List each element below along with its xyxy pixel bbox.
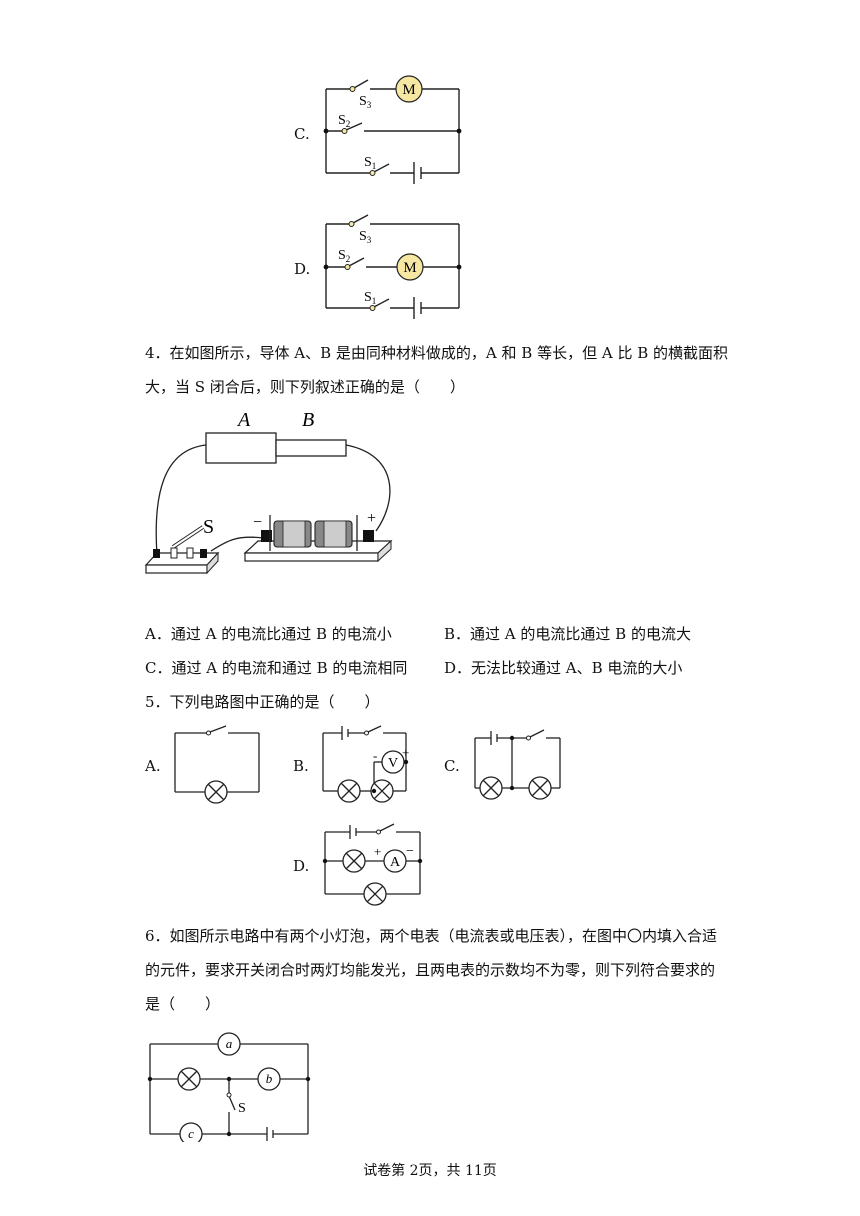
q4-option-a[interactable]: A．通过 A 的电流比通过 B 的电流小 <box>145 625 392 643</box>
q3-circuit-c: M S3 S2 S1 <box>323 75 462 184</box>
q5-stem: 5．下列电路图中正确的是（ ） <box>145 693 380 711</box>
q4-option-c[interactable]: C．通过 A 的电流和通过 B 的电流相同 <box>145 659 408 677</box>
q3c-motor-symbol: M <box>402 82 415 98</box>
q4-option-b[interactable]: B．通过 A 的电流比通过 B 的电流大 <box>444 625 691 643</box>
q3c-s2-label: S2 <box>338 113 350 129</box>
q5d-ammeter-plus: + <box>374 844 381 859</box>
q6-switch-label: S <box>238 1101 246 1116</box>
q3-circuit-d: M S3 S2 S1 <box>323 214 462 319</box>
q5d-ammeter-minus: − <box>406 844 414 859</box>
q3c-s3-label: S3 <box>359 94 372 110</box>
q5d-ammeter-symbol: A <box>390 855 401 870</box>
q4-label-b: B <box>302 409 314 431</box>
q6-circuit: a b c S <box>147 1032 311 1142</box>
q3c-s1-label: S1 <box>364 155 376 171</box>
q4-battery-minus: − <box>253 514 262 531</box>
q6-meter-c-label: c <box>188 1126 194 1141</box>
q5-option-d-label[interactable]: D. <box>293 857 310 875</box>
q5-option-a-label[interactable]: A. <box>145 757 161 775</box>
q4-switch-label: S <box>203 516 214 538</box>
q5b-voltmeter-plus: + <box>402 745 409 760</box>
q5b-voltmeter-minus: - <box>373 748 377 763</box>
q3-option-c-label: C. <box>294 125 310 143</box>
q3d-s3-label: S3 <box>359 229 372 245</box>
q3d-motor-symbol: M <box>403 260 416 276</box>
q4-conductor-figure: A B S − + <box>144 409 393 575</box>
q4-stem-line2: 大，当 S 闭合后，则下列叙述正确的是（ ） <box>145 378 465 396</box>
q4-battery-plus: + <box>367 510 376 527</box>
page-footer: 试卷第 2页，共 11页 <box>363 1163 497 1179</box>
q4-label-a: A <box>236 409 251 431</box>
q3d-s2-label: S2 <box>338 248 350 264</box>
q5-circuit-b: V - + <box>322 725 409 803</box>
q4-stem-line1: 4．在如图所示，导体 A、B 是由同种材料做成的，A 和 B 等长，但 A 比 … <box>145 344 729 362</box>
q5-option-b-label[interactable]: B. <box>293 757 309 775</box>
q5-circuit-a <box>174 725 260 804</box>
q6-stem-line2: 的元件，要求开关闭合时两灯均能发光，且两电表的示数均不为零，则下列符合要求的 <box>145 961 716 979</box>
q6-meter-b-label: b <box>266 1071 273 1086</box>
q3d-s1-label: S1 <box>364 290 376 306</box>
q6-stem-line1: 6．如图所示电路中有两个小灯泡，两个电表（电流表或电压表），在图中〇内填入合适 <box>145 927 718 945</box>
q5-option-c-label[interactable]: C. <box>444 757 460 775</box>
q4-option-d[interactable]: D．无法比较通过 A、B 电流的大小 <box>444 659 683 677</box>
q3-option-d-label: D. <box>294 260 311 278</box>
q5-circuit-d: A + − <box>322 823 423 906</box>
q5b-voltmeter-symbol: V <box>388 756 398 771</box>
q5-circuit-c <box>474 729 561 800</box>
q6-stem-line3: 是（ ） <box>145 995 221 1013</box>
q6-meter-a-label: a <box>226 1036 233 1051</box>
